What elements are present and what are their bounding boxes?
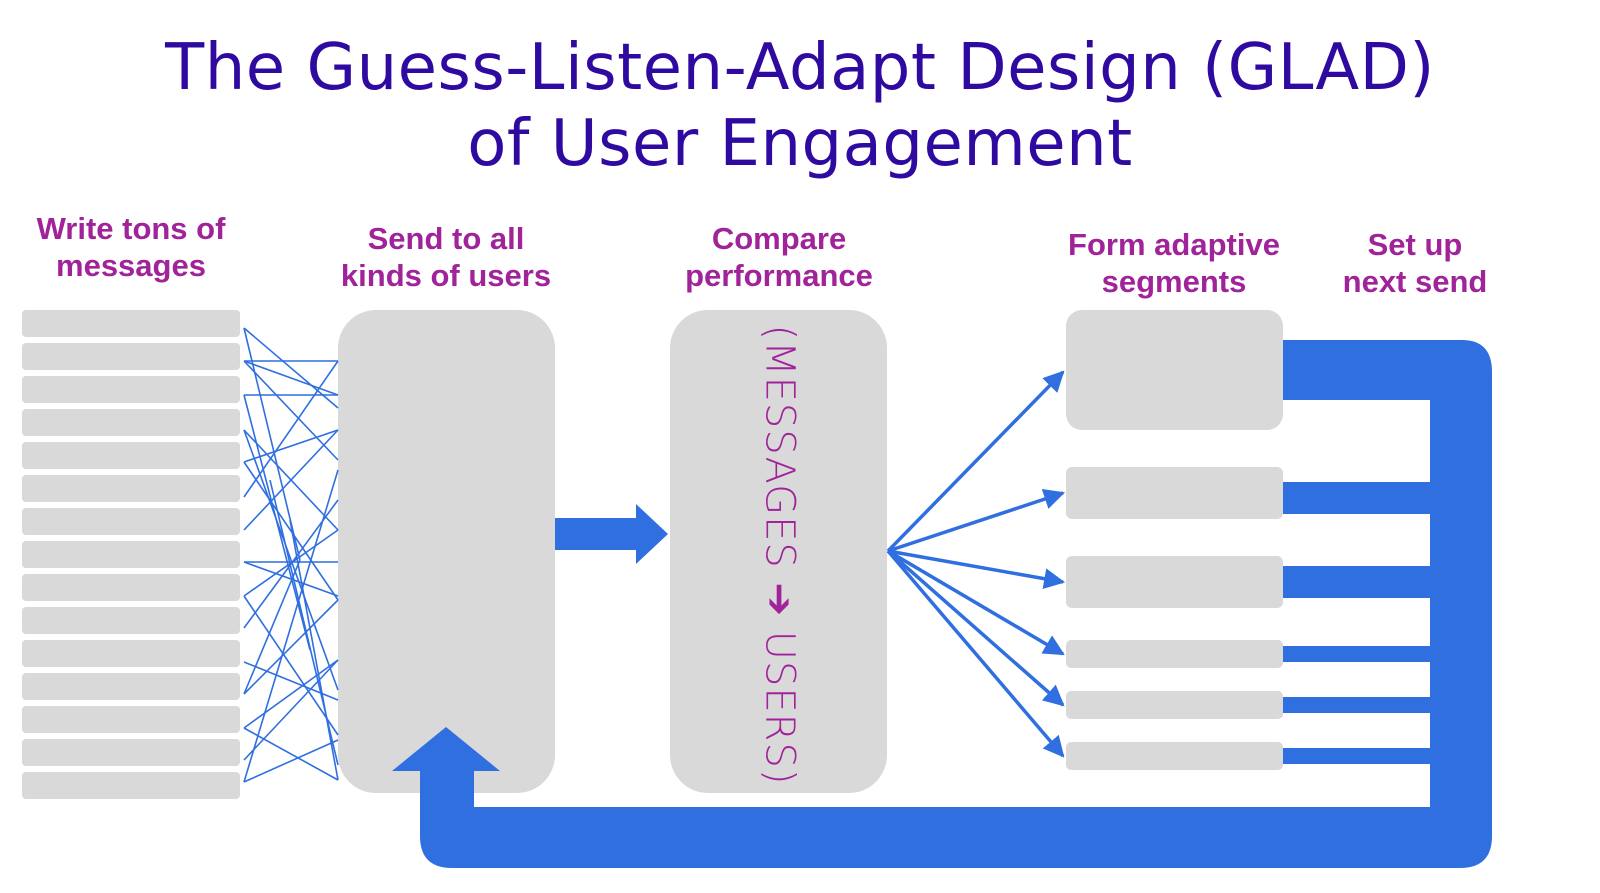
message-block bbox=[22, 376, 240, 403]
segment-box bbox=[1066, 691, 1283, 719]
connection-line bbox=[243, 659, 339, 761]
step-label-line: messages bbox=[56, 248, 206, 283]
segment-box bbox=[1066, 742, 1283, 770]
segment-connector bbox=[1283, 646, 1433, 662]
segment-connector bbox=[1283, 748, 1433, 764]
segment-box bbox=[1066, 310, 1283, 430]
connection-line bbox=[243, 739, 339, 783]
segment-arrow bbox=[887, 549, 1066, 590]
step-label-line: segments bbox=[1101, 264, 1247, 299]
step-label-line: Form adaptive bbox=[1068, 227, 1280, 262]
connection-line bbox=[243, 360, 339, 461]
compare-box bbox=[670, 310, 887, 793]
connection-line bbox=[289, 519, 339, 781]
segment-connector bbox=[1283, 482, 1433, 514]
message-block bbox=[22, 673, 240, 700]
segment-connector bbox=[1283, 697, 1433, 713]
step-label-form-segments: Form adaptive segments bbox=[1040, 226, 1308, 300]
message-block bbox=[22, 310, 240, 337]
step-label-line: next send bbox=[1342, 264, 1488, 299]
message-block bbox=[22, 541, 240, 568]
step-label-next-send: Set up next send bbox=[1320, 226, 1510, 300]
message-block bbox=[22, 442, 240, 469]
message-block bbox=[22, 607, 240, 634]
connection-line bbox=[243, 659, 339, 729]
step-label-line: kinds of users bbox=[340, 258, 552, 293]
users-to-compare-arrow[interactable] bbox=[555, 504, 668, 564]
title-line-1: The Guess-Listen-Adapt Design (GLAD) bbox=[165, 31, 1435, 105]
segment-box bbox=[1066, 640, 1283, 668]
segment-box bbox=[1066, 556, 1283, 608]
segment-arrows bbox=[886, 370, 1066, 758]
message-block bbox=[22, 508, 240, 535]
message-block bbox=[22, 574, 240, 601]
message-block bbox=[22, 706, 240, 733]
message-block bbox=[22, 772, 240, 799]
segment-box bbox=[1066, 467, 1283, 519]
segment-arrow bbox=[886, 549, 1065, 707]
connection-line bbox=[243, 595, 339, 736]
title-line-2: of User Engagement bbox=[467, 107, 1133, 181]
connection-line bbox=[243, 429, 339, 691]
step-label-line: Set up bbox=[1367, 227, 1463, 262]
feedback-loop bbox=[392, 340, 1492, 868]
connection-line bbox=[243, 727, 339, 781]
step-label-line: performance bbox=[685, 258, 873, 293]
message-block bbox=[22, 343, 240, 370]
connection-line bbox=[243, 327, 339, 409]
connection-line bbox=[243, 599, 339, 695]
segment-arrow bbox=[886, 549, 1065, 758]
message-block bbox=[22, 640, 240, 667]
diagram-title: The Guess-Listen-Adapt Design (GLAD) of … bbox=[0, 30, 1600, 182]
connection-line bbox=[243, 561, 339, 597]
message-block bbox=[22, 409, 240, 436]
connection-line bbox=[243, 461, 339, 601]
segment-arrow bbox=[887, 549, 1065, 656]
step-label-line: Send to all bbox=[367, 221, 525, 256]
connection-line bbox=[243, 559, 301, 695]
connection-line bbox=[243, 429, 339, 531]
step-label-line: Write tons of bbox=[36, 211, 226, 246]
connection-line bbox=[243, 429, 339, 463]
step-label-line: Compare bbox=[711, 221, 847, 256]
message-block bbox=[22, 739, 240, 766]
message-user-connections bbox=[243, 327, 339, 783]
return-loop-arrow[interactable] bbox=[392, 340, 1492, 868]
users-box bbox=[338, 310, 555, 793]
segment-arrow bbox=[886, 370, 1065, 553]
step-label-write-messages: Write tons of messages bbox=[0, 210, 262, 284]
message-block bbox=[22, 475, 240, 502]
step-label-compare-performance: Compare performance bbox=[650, 220, 908, 294]
segment-connector bbox=[1283, 566, 1433, 598]
connection-line bbox=[243, 469, 339, 783]
connection-line bbox=[243, 360, 339, 498]
segment-arrow bbox=[887, 488, 1065, 553]
step-label-send-to-users: Send to all kinds of users bbox=[316, 220, 576, 294]
connection-line bbox=[243, 360, 339, 396]
